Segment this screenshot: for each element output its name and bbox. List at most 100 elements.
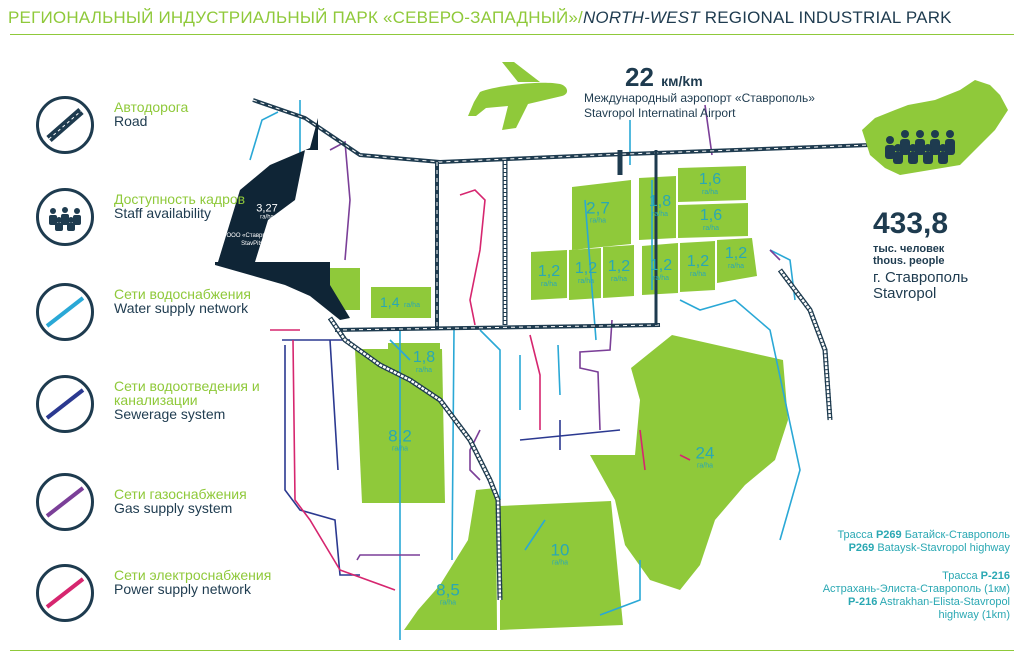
- plots-layer: [327, 166, 788, 630]
- plot-1-6-a-shape[interactable]: [678, 166, 746, 202]
- plot-unit: га/ha: [415, 367, 433, 374]
- gas-line: [329, 104, 781, 561]
- plot-24-shape[interactable]: [590, 335, 788, 590]
- railways: [327, 150, 833, 601]
- title-en-rest: REGIONAL INDUSTRIAL PARK: [699, 8, 952, 27]
- population-city: г. Ставрополь Stavropol: [873, 270, 968, 302]
- occupied-plot-area: 3,27: [256, 202, 278, 215]
- plot-1-4-shape[interactable]: [371, 287, 431, 318]
- plot-unit: га/ha: [701, 189, 719, 196]
- road-north-dashes: [252, 99, 871, 163]
- plot-10-shape[interactable]: [500, 501, 623, 630]
- airport-name: Международный аэропорт «Ставрополь» Stav…: [584, 91, 815, 121]
- plot-1-6-b-shape[interactable]: [678, 203, 748, 238]
- plot-unit: га/ha: [403, 302, 420, 309]
- plot-label: 1,2 га/ha: [574, 260, 598, 286]
- plot-unit: га/ha: [589, 217, 607, 225]
- highway-code: Р269: [875, 529, 902, 541]
- legend-road-ru: Автодорога: [114, 99, 189, 115]
- plot-unit: га/ha: [689, 271, 707, 278]
- highway-code: P269: [848, 542, 875, 554]
- occupied-plot-shape[interactable]: [218, 118, 318, 262]
- legend-power-en: Power supply network: [114, 581, 251, 597]
- plot-1-2-a-shape[interactable]: [531, 250, 567, 300]
- plot-label: 1,4 га/ha: [380, 295, 420, 311]
- road-central-dashes: [334, 324, 661, 331]
- city-map-icon: [862, 80, 1008, 175]
- sewer-line: [282, 339, 621, 576]
- plot-label: 24 га/ha: [696, 445, 715, 470]
- airport-distance: 22 км/km: [625, 62, 703, 93]
- plot-1-2-f-shape[interactable]: [717, 238, 757, 283]
- plot-area: 1,2: [724, 245, 748, 262]
- legend-water-ru: Сети водоснабжения: [114, 286, 251, 302]
- plot-1-2-d-shape[interactable]: [642, 243, 678, 295]
- plot-1-2-b-shape[interactable]: [569, 248, 601, 300]
- plot-area: 10: [550, 540, 570, 560]
- plot-label: 2,7 га/ha: [586, 200, 610, 225]
- people-icon: [36, 188, 94, 246]
- plot-unit: га/ha: [439, 599, 457, 607]
- gas-line-icon: [36, 473, 94, 531]
- legend-gas-ru: Сети газоснабжения: [114, 486, 247, 502]
- plot-1-2-e-shape[interactable]: [680, 241, 715, 292]
- plot-area: 8,2: [388, 426, 412, 446]
- legend-staff-en: Staff availability: [114, 205, 212, 221]
- plot-unit: га/ha: [577, 278, 595, 285]
- plot-label: 1,2 га/ha: [649, 257, 673, 283]
- plot-area: 1,2: [574, 260, 598, 277]
- power-line-icon: [36, 564, 94, 622]
- highway-p269: Трасса Р269 Батайск-Ставрополь P269 Bata…: [837, 529, 1010, 554]
- footer-divider: [10, 650, 1014, 651]
- occupied-plot-company: ООО «Ставрпищепром-инвест» StavPitsep-in…: [219, 232, 323, 248]
- plot-area: 1,2: [649, 257, 673, 274]
- plot-area: 1,2: [537, 263, 561, 280]
- occupied-plot-unit: га/ha: [260, 214, 274, 221]
- population-city-en: Stavropol: [873, 285, 937, 302]
- plot-2-7-shape[interactable]: [572, 180, 631, 250]
- plot-label: 1,6 га/ha: [699, 207, 723, 233]
- airport-distance-unit: км/km: [661, 73, 703, 89]
- plot-label: 1,2 га/ha: [537, 263, 561, 289]
- population-unit-en: thous. people: [873, 255, 945, 267]
- population-unit: тыс. человек thous. people: [873, 243, 945, 267]
- plot-unit: га/ha: [391, 445, 409, 453]
- plot-label: 1,2 га/ha: [686, 253, 710, 279]
- legend-water-en: Water supply network: [114, 300, 249, 316]
- plot-8-5-shape[interactable]: [404, 488, 497, 630]
- plot-unit: га/ha: [652, 275, 670, 282]
- company-ru: ООО «Ставрпищепром-инвест»: [226, 233, 316, 239]
- airport-name-ru: Международный аэропорт «Ставрополь»: [584, 91, 815, 105]
- highway-p216: Трасса Р-216 Астрахань-Элиста-Ставрополь…: [822, 570, 1010, 621]
- plot-area: 1,4: [380, 294, 400, 310]
- plot-label: 1,8 га/ha: [413, 350, 435, 375]
- legend-power-ru: Сети электроснабжения: [114, 567, 272, 583]
- roads: [252, 98, 871, 332]
- plot-label: 8,5 га/ha: [436, 582, 460, 607]
- plot-unit: га/ha: [702, 225, 720, 232]
- title-ru: РЕГИОНАЛЬНЫЙ ИНДУСТРИАЛЬНЫЙ ПАРК «СЕВЕРО…: [8, 8, 583, 27]
- power-line: [270, 189, 691, 591]
- sewer-line-icon: [36, 375, 94, 433]
- plot-area: 1,6: [698, 171, 722, 188]
- plot-label: 1,2 га/ha: [607, 258, 631, 284]
- title-en-italic: NORTH-WEST: [582, 8, 700, 27]
- plot-area: 8,5: [436, 580, 460, 600]
- airport-name-en: Stavropol Internatinal Airport: [584, 106, 736, 120]
- highway-code: P-216: [847, 596, 878, 608]
- plot-area: 1,2: [686, 253, 710, 270]
- occupied-plot-label: 3,27 га/ha: [256, 202, 278, 221]
- plot-area: 1,2: [607, 258, 631, 275]
- plot-label: 1,2 га/ha: [724, 245, 748, 271]
- plot-area: 2,7: [586, 198, 610, 218]
- legend-sewer-ru: Сети водоотведения и канализации: [114, 378, 260, 408]
- legend-staff-ru: Доступность кадров: [114, 191, 246, 207]
- plot-1-2-c-shape[interactable]: [603, 245, 634, 298]
- plot-unit: га/ha: [696, 462, 714, 470]
- plot-area: 1,6: [699, 207, 723, 224]
- legend-gas-en: Gas supply system: [114, 500, 233, 516]
- water-line-icon: [36, 283, 94, 341]
- page-title: РЕГИОНАЛЬНЫЙ ИНДУСТРИАЛЬНЫЙ ПАРК «СЕВЕРО…: [8, 8, 952, 28]
- plot-unit: га/ha: [651, 211, 669, 218]
